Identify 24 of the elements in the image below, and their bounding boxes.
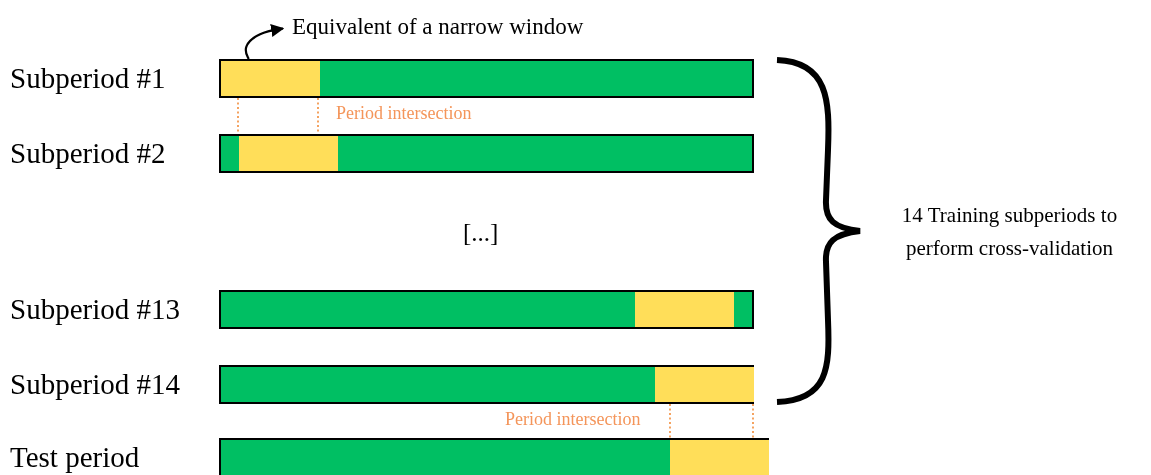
annotation-text: Equivalent of a narrow window [292, 12, 632, 42]
dotted-line [237, 97, 239, 135]
intersection-label: Period intersection [505, 409, 641, 430]
window-segment [239, 136, 338, 171]
period-label: Subperiod #2 [10, 136, 166, 170]
period-label: Subperiod #1 [10, 61, 166, 95]
dotted-line [317, 97, 319, 135]
intersection-label: Period intersection [336, 103, 472, 124]
timeline-bar [219, 59, 754, 98]
period-label: Subperiod #14 [10, 367, 180, 401]
window-segment [635, 292, 734, 327]
period-label: Subperiod #13 [10, 292, 180, 326]
window-segment [221, 61, 320, 96]
brace-label: 14 Training subperiods to perform cross-validation [900, 202, 1119, 262]
timeline-bar [219, 290, 754, 329]
window-segment [670, 440, 769, 475]
ellipsis-label: [...] [463, 219, 499, 247]
timeline-bar [219, 134, 754, 173]
timeline-bar [219, 438, 769, 475]
window-segment [655, 367, 754, 402]
dotted-line [669, 403, 671, 439]
timeline-bar [219, 365, 754, 404]
period-label: Test period [10, 440, 140, 474]
dotted-line [752, 403, 754, 439]
